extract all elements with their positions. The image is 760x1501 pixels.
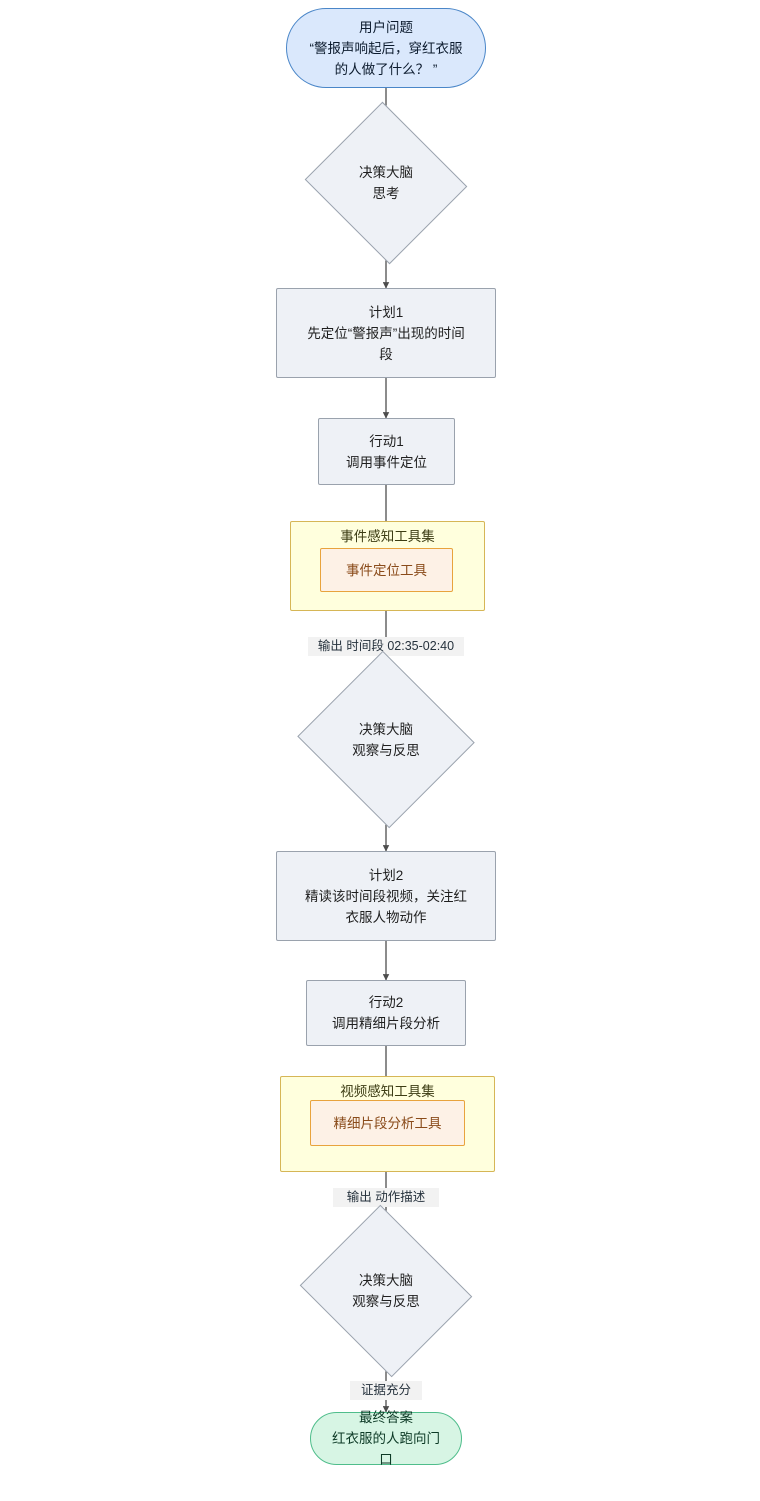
subgraph-event-toolset-title: 事件感知工具集 bbox=[340, 529, 435, 544]
node-plan-2[interactable]: 计划2 精读该时间段视频，关注红 衣服人物动作 bbox=[276, 851, 496, 941]
node-action-1[interactable]: 行动1 调用事件定位 bbox=[318, 418, 455, 485]
node-plan-2-label: 计划2 精读该时间段视频，关注红 衣服人物动作 bbox=[305, 867, 467, 925]
node-brain-think-label: 决策大脑 思考 bbox=[359, 165, 413, 201]
node-brain-think[interactable]: 决策大脑 思考 bbox=[304, 101, 468, 265]
node-action-2-label: 行动2 调用精细片段分析 bbox=[332, 995, 440, 1031]
node-final-answer-label: 最终答案 红衣服的人跑向门口 bbox=[332, 1410, 440, 1467]
node-tool-clip-analyzer-label: 精细片段分析工具 bbox=[333, 1115, 442, 1131]
node-tool-event-locator-label: 事件定位工具 bbox=[346, 562, 427, 578]
node-brain-observe-2[interactable]: 决策大脑 观察与反思 bbox=[299, 1204, 473, 1378]
node-action-2[interactable]: 行动2 调用精细片段分析 bbox=[306, 980, 466, 1046]
node-brain-observe-1-label: 决策大脑 观察与反思 bbox=[352, 721, 420, 758]
node-tool-event-locator[interactable]: 事件定位工具 bbox=[320, 548, 453, 592]
node-user-question[interactable]: 用户问题 “警报声响起后，穿红衣服 的人做了什么？ ” bbox=[286, 8, 486, 88]
edge-label-evidence-sufficient: 证据充分 bbox=[350, 1381, 422, 1400]
edge-label-output-timerange: 输出 时间段 02:35-02:40 bbox=[308, 637, 464, 656]
node-action-1-label: 行动1 调用事件定位 bbox=[346, 433, 427, 470]
node-user-question-label: 用户问题 “警报声响起后，穿红衣服 的人做了什么？ ” bbox=[309, 19, 463, 77]
node-tool-clip-analyzer[interactable]: 精细片段分析工具 bbox=[310, 1100, 465, 1146]
node-plan-1[interactable]: 计划1 先定位“警报声”出现的时间 段 bbox=[276, 288, 496, 378]
edge-label-output-action-desc: 输出 动作描述 bbox=[333, 1188, 439, 1207]
node-final-answer[interactable]: 最终答案 红衣服的人跑向门口 bbox=[310, 1410, 462, 1467]
subgraph-video-toolset-title: 视频感知工具集 bbox=[340, 1084, 435, 1099]
node-plan-1-label: 计划1 先定位“警报声”出现的时间 段 bbox=[307, 304, 465, 362]
node-brain-observe-1[interactable]: 决策大脑 观察与反思 bbox=[297, 650, 475, 829]
node-brain-observe-2-label: 决策大脑 观察与反思 bbox=[352, 1273, 420, 1309]
